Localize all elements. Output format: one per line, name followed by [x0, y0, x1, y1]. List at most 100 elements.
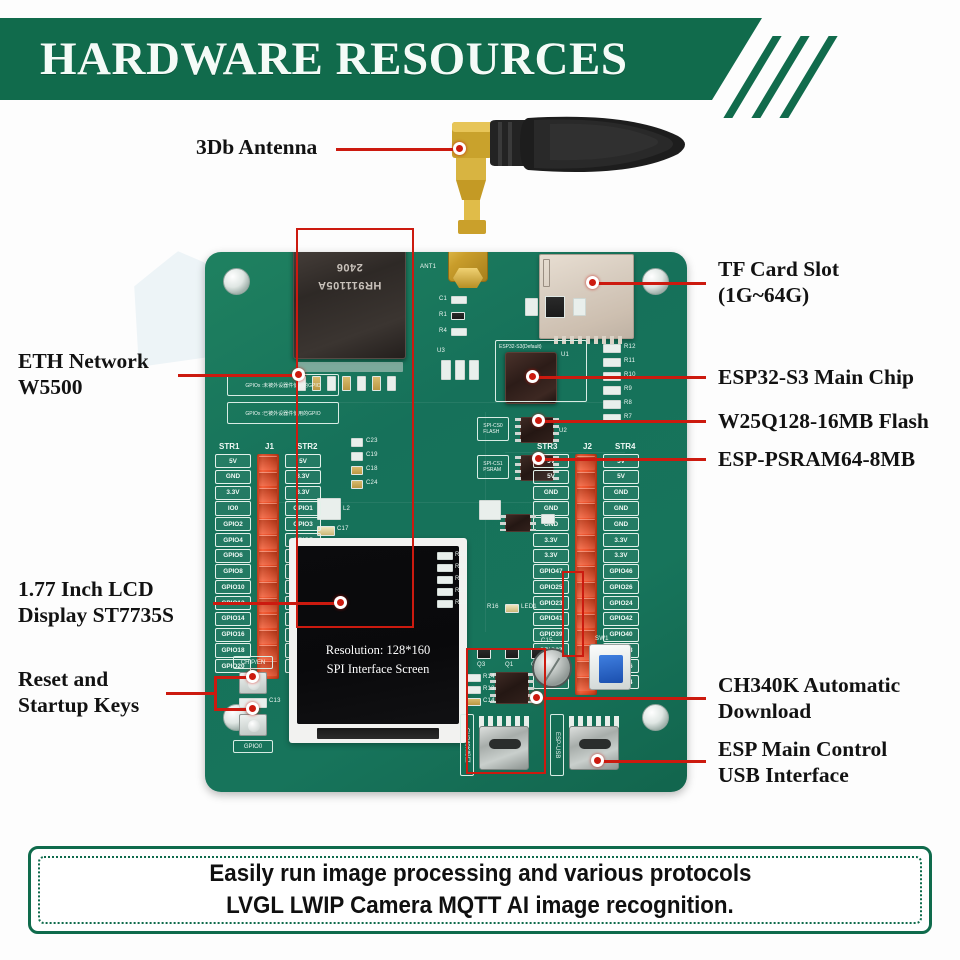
silkscreen-spi-cs0: SPI-CS0 FLASH — [477, 417, 509, 441]
pin-left-pin-socket[interactable] — [259, 582, 277, 597]
smd-capacitor — [541, 514, 555, 524]
pin-header-left-strip[interactable] — [257, 454, 279, 680]
label-esp32: ESP32-S3 Main Chip — [718, 365, 914, 389]
voltage-regulator-u5 — [500, 514, 536, 532]
pin-right-b-pin: GPIO24 — [603, 596, 639, 611]
leader-line-flash — [538, 420, 706, 423]
smd-resistor — [437, 576, 453, 584]
smd-resistor — [451, 312, 465, 320]
silkscreen-led1: LED1 — [521, 604, 537, 610]
pin-right-pin-socket[interactable] — [577, 471, 595, 487]
usb-c-pads — [479, 716, 529, 728]
leader-bracket-keys — [214, 676, 217, 710]
pin-left-pin-socket[interactable] — [259, 503, 277, 518]
pin-right-a-pin: 3.3V — [533, 532, 569, 548]
silkscreen-ant1: ANT1 — [420, 264, 437, 270]
pin-right-b-pin: GPIO26 — [603, 580, 639, 595]
silkscreen-gpio-note-used: GPIOx :已被外设器件使用的GPIO — [227, 402, 339, 424]
pcb-trace — [485, 412, 486, 632]
pin-right-pin-socket[interactable] — [577, 613, 595, 629]
refdes-c17: C17 — [337, 526, 349, 532]
pin-left-a-pin: GPIO16 — [215, 627, 251, 642]
pin-right-a-pin: GPIO41 — [533, 611, 569, 626]
pin-right-pin-socket[interactable] — [577, 629, 595, 644]
pin-right-pin-socket[interactable] — [577, 598, 595, 613]
leader-line-psram — [538, 458, 706, 461]
pin-left-pin-socket[interactable] — [259, 598, 277, 613]
leader-line-antenna — [336, 148, 460, 151]
inductor-l2 — [317, 498, 341, 520]
eth-module-pins — [297, 362, 403, 372]
highlight-box-right-connector — [562, 571, 584, 657]
pin-left-a-pin: 3.3V — [215, 485, 251, 500]
refdes-q1: Q1 — [505, 662, 514, 668]
leader-line-keys-reset — [214, 676, 258, 679]
pin-left-pin-socket[interactable] — [259, 550, 277, 566]
silkscreen-chip-en: CHIP/EN — [233, 656, 273, 669]
usb-c-pads — [569, 716, 619, 728]
footer-line-1: Easily run image processing and various … — [208, 860, 752, 888]
pin-left-pin-socket[interactable] — [259, 487, 277, 502]
smd-resistor — [603, 414, 621, 423]
banner-slash-icon — [751, 36, 810, 118]
pin-right-b-pin: 3.3V — [603, 548, 639, 563]
lcd-flex-cable — [317, 728, 439, 739]
pin-left-pin-socket[interactable] — [259, 613, 277, 629]
pin-right-pin-socket[interactable] — [577, 503, 595, 518]
pin-right-pin-socket[interactable] — [577, 582, 595, 597]
refdes-c13: C13 — [269, 698, 281, 704]
pin-right-a-pin: GND — [533, 485, 569, 500]
refdes-c23: C23 — [366, 438, 378, 444]
pin-left-pin-socket[interactable] — [259, 456, 277, 471]
leader-dot-keys-reset — [246, 670, 259, 683]
smd-resistor — [437, 552, 453, 560]
silkscreen-spi-cs1: SPI-CS1 PSRAM — [477, 455, 509, 479]
leader-line-eth — [178, 374, 300, 377]
pin-left-pin-socket[interactable] — [259, 471, 277, 487]
smd-resistor — [437, 564, 453, 572]
pin-left-pin-socket[interactable] — [259, 566, 277, 581]
label-psram: ESP-PSRAM64-8MB — [718, 447, 916, 471]
refdes-l2: L2 — [343, 506, 351, 512]
pin-left-pin-socket[interactable] — [259, 534, 277, 550]
smd-pad — [525, 298, 538, 316]
refdes-c12: C14 — [483, 698, 495, 704]
pin-right-pin-socket[interactable] — [577, 487, 595, 502]
leader-line-usb — [597, 760, 706, 763]
silkscreen-gpio0: GPIO0 — [233, 740, 273, 753]
usb-c-ch340k-port[interactable] — [479, 726, 529, 770]
label-tf-card: TF Card Slot (1G~64G) — [718, 257, 840, 308]
tf-slot-pins — [554, 336, 622, 344]
refdes-c19: C19 — [366, 452, 378, 458]
pin-right-pin-socket[interactable] — [577, 534, 595, 550]
pin-right-pin-socket[interactable] — [577, 519, 595, 534]
pin-right-b-pin: 5V — [603, 469, 639, 484]
pin-right-pin-socket[interactable] — [577, 566, 595, 581]
smd-capacitor — [451, 328, 467, 336]
pin-left-a-pin: GND — [215, 469, 251, 484]
header-name-str1: STR1 — [219, 442, 240, 451]
refdes-r20: R20 — [455, 564, 467, 570]
page-title: HARDWARE RESOURCES — [40, 33, 628, 85]
smd-capacitor — [372, 376, 381, 391]
pin-left-a-pin: GPIO2 — [215, 517, 251, 532]
smd-capacitor — [351, 438, 363, 447]
leader-dot-ch340k — [530, 691, 543, 704]
pcb-trace — [265, 502, 565, 503]
pin-right-b-pin: GPIO46 — [603, 564, 639, 579]
leader-line-keys-boot — [214, 708, 258, 711]
pin-right-b-pin: GND — [603, 517, 639, 532]
mounting-hole — [642, 704, 669, 731]
pin-left-a-pin: GPIO14 — [215, 611, 251, 626]
pin-left-pin-socket[interactable] — [259, 629, 277, 644]
smd-resistor — [437, 600, 453, 608]
pin-right-pin-socket[interactable] — [577, 550, 595, 566]
refdes-r11: R11 — [624, 358, 636, 364]
refdes-c1: C1 — [439, 296, 448, 302]
startup-boot-button[interactable] — [239, 714, 267, 736]
slide-switch-sw1[interactable] — [589, 644, 631, 690]
pin-left-pin-socket[interactable] — [259, 519, 277, 534]
antenna-gold-bracket — [452, 122, 492, 234]
mounting-hole — [642, 268, 669, 295]
